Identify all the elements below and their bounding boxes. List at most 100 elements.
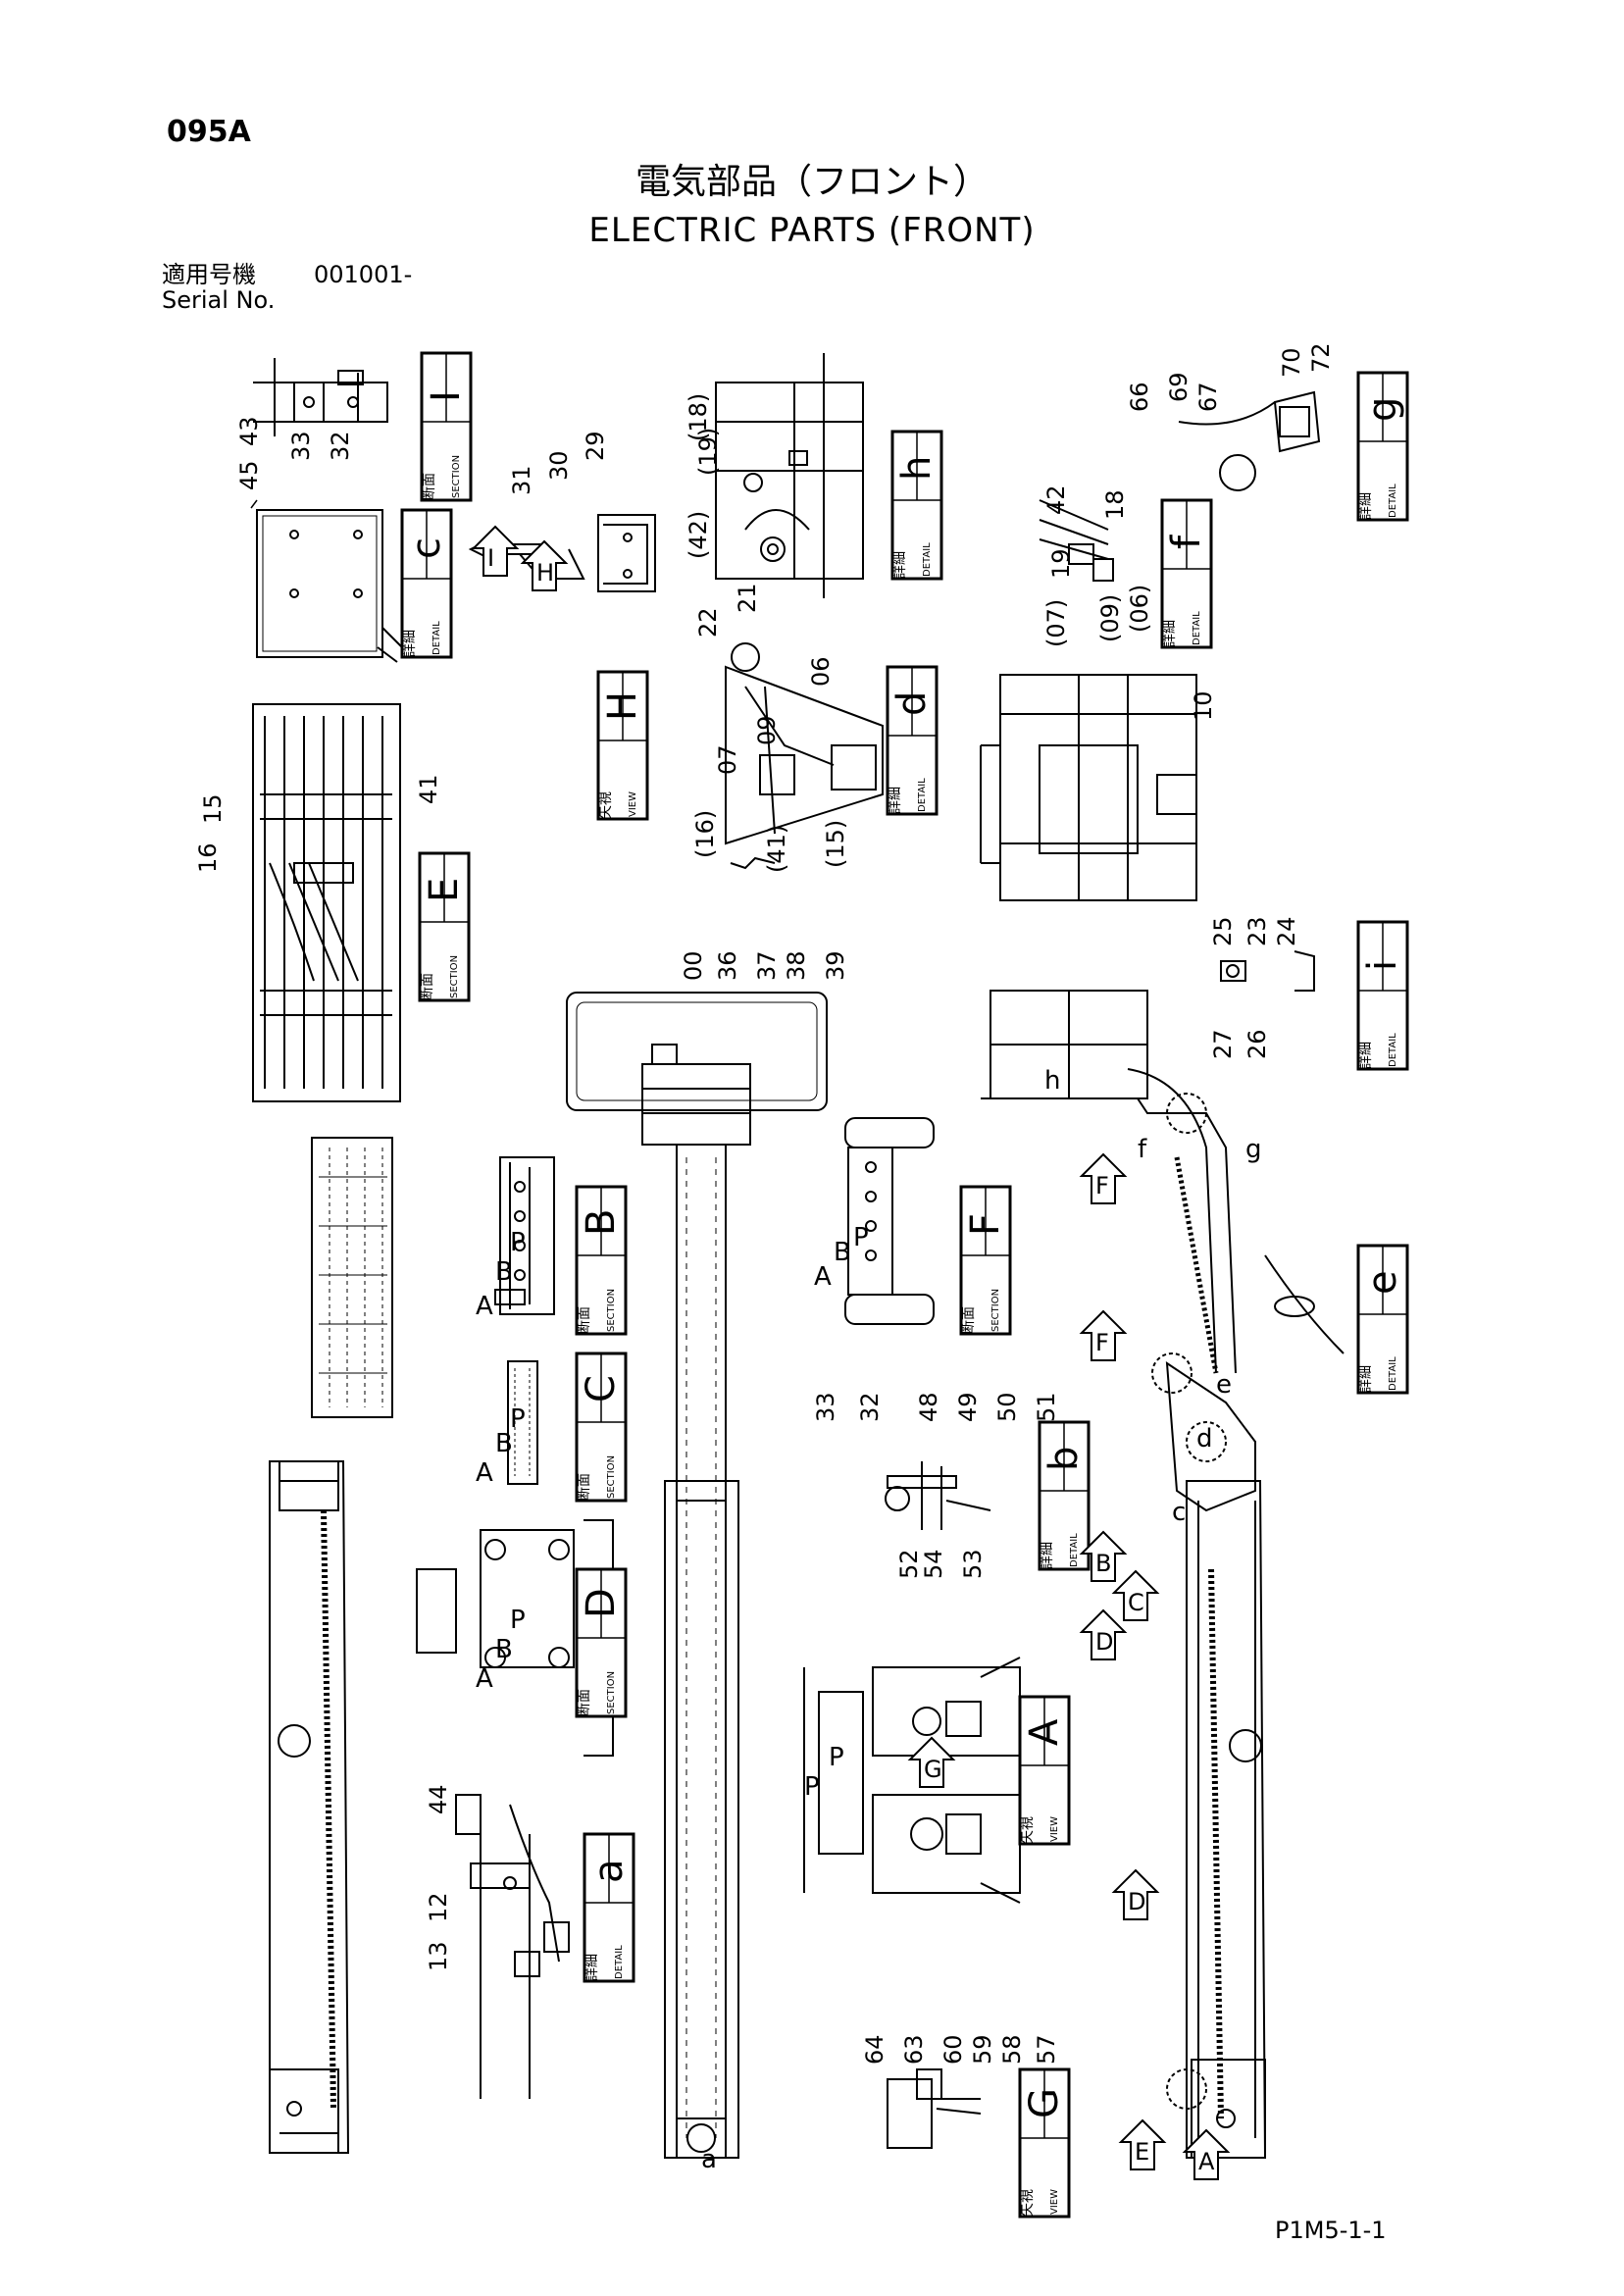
- part-label: 06: [807, 656, 835, 687]
- section-f-drawing: [844, 1117, 935, 1325]
- view-arrow-C: C: [1111, 1569, 1160, 1621]
- part-label: d: [1196, 1424, 1213, 1454]
- part-label: 22: [694, 607, 722, 638]
- callout-kind: DETAIL: [1388, 484, 1398, 518]
- part-label: 31: [508, 465, 535, 495]
- callout-letter: f: [1164, 535, 1209, 549]
- view-arrow-letter: A: [1198, 2148, 1215, 2175]
- view-arrow-letter: D: [1095, 1628, 1113, 1656]
- part-label: 42: [1042, 485, 1070, 515]
- part-label: 52: [895, 1549, 923, 1579]
- callout-kind-jp: 断面: [577, 1306, 592, 1334]
- view-arrow-D: D: [1079, 1608, 1128, 1660]
- callout-kind: VIEW: [628, 791, 638, 817]
- part-label: A: [476, 1458, 493, 1488]
- part-label: 21: [734, 583, 761, 613]
- callout-letter: h: [894, 456, 939, 481]
- part-label: 59: [969, 2034, 996, 2065]
- callout-kind-jp: 断面: [420, 973, 435, 1000]
- part-label: 72: [1307, 342, 1335, 373]
- part-label: B: [834, 1238, 851, 1267]
- part-label: f: [1138, 1135, 1147, 1164]
- section-b-drawing: [494, 1156, 555, 1315]
- view-arrow-letter: I: [487, 544, 494, 572]
- callout-letter: d: [889, 691, 935, 716]
- part-label: P: [510, 1404, 526, 1434]
- part-label: 53: [959, 1549, 987, 1579]
- part-label: 57: [1033, 2034, 1060, 2065]
- part-label: h: [1044, 1066, 1060, 1096]
- callout-kind: DETAIL: [1192, 611, 1202, 645]
- page-title: ELECTRIC PARTS (FRONT): [588, 211, 1036, 250]
- detail-c-drawing: [250, 499, 403, 663]
- callout-kind: DETAIL: [431, 621, 442, 655]
- part-label: (42): [685, 511, 712, 559]
- view-g-drawing: [887, 2068, 982, 2149]
- part-label: (06): [1126, 585, 1153, 633]
- part-label: A: [476, 1292, 493, 1321]
- detail-b-drawing: [885, 1461, 991, 1530]
- left-boom-drawing: [269, 1460, 350, 2154]
- callout-letter: C: [579, 1375, 624, 1403]
- detail-i-drawing: [1220, 950, 1315, 992]
- right-boom-drawing: [981, 990, 1267, 2159]
- part-label: 07: [714, 744, 741, 775]
- callout-kind-jp: 詳細: [402, 630, 418, 657]
- part-label: 39: [822, 950, 849, 981]
- callout-kind: SECTION: [606, 1455, 617, 1499]
- part-label: 49: [954, 1392, 982, 1422]
- callout-kind: SECTION: [990, 1289, 1001, 1332]
- callout-letter: G: [1022, 2088, 1067, 2118]
- section-e-drawing: [252, 703, 401, 1102]
- view-arrow-F: F: [1079, 1309, 1128, 1361]
- part-label: 66: [1126, 382, 1153, 412]
- part-label: 38: [783, 950, 810, 981]
- section-c-drawing: [507, 1360, 538, 1485]
- view-arrow-letter: F: [1095, 1172, 1109, 1199]
- callout-letter: H: [600, 691, 645, 721]
- callout-kind-jp: 詳細: [584, 1954, 600, 1981]
- callout-letter: E: [422, 878, 467, 902]
- part-label: 32: [856, 1392, 884, 1422]
- detail-d-drawing: [725, 642, 884, 870]
- callout-kind: DETAIL: [1069, 1533, 1080, 1567]
- callout-letter: e: [1360, 1270, 1405, 1295]
- part-29-drawing: [597, 514, 656, 592]
- part-label: P: [853, 1223, 869, 1252]
- detail-a-drawing: [455, 1794, 570, 2099]
- part-label: 43: [235, 416, 263, 446]
- harness-grid-drawing: [311, 1137, 393, 1418]
- detail-f-drawing: [1039, 499, 1114, 582]
- view-arrow-letter: F: [1095, 1329, 1109, 1356]
- part-label: B: [495, 1635, 513, 1664]
- part-label: 33: [287, 431, 315, 461]
- part-label: 48: [915, 1392, 942, 1422]
- part-label: 15: [199, 793, 227, 824]
- serial-label: Serial No.: [162, 286, 276, 314]
- view-arrow-letter: D: [1128, 1888, 1145, 1915]
- part-label: 41: [415, 774, 442, 804]
- part-label: 50: [993, 1392, 1021, 1422]
- callout-kind-jp: 詳細: [1162, 620, 1178, 647]
- part-label: 23: [1243, 916, 1271, 946]
- central-boom-drawing: [664, 1145, 739, 2159]
- part-label: 09: [753, 715, 781, 745]
- callout-letter: c: [404, 537, 449, 559]
- part-label: B: [495, 1257, 513, 1287]
- callout-letter: g: [1360, 397, 1405, 422]
- part-label: (15): [822, 820, 849, 868]
- callout-letter: A: [1022, 1718, 1067, 1746]
- part-label: 24: [1273, 916, 1300, 946]
- view-arrow-B: B: [1079, 1530, 1128, 1582]
- view-arrow-E: E: [1118, 2118, 1167, 2170]
- part-label: P: [510, 1228, 526, 1257]
